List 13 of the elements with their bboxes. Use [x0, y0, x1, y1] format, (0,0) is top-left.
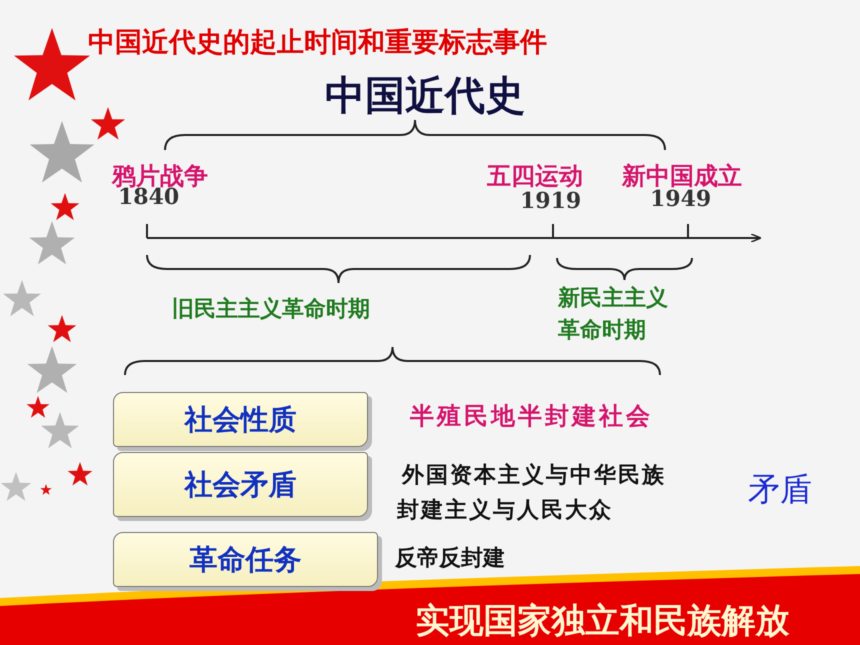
description-text: 封建主义与人民大众	[397, 496, 613, 525]
period-label: 旧民主主义革命时期	[172, 296, 370, 324]
description-text: 外国资本主义与中华民族	[402, 462, 666, 490]
node-label: 革命任务	[190, 542, 302, 578]
side-note: 矛盾	[748, 469, 812, 510]
heading: 中国近代史	[325, 72, 525, 121]
description-text: 半殖民地半封建社会	[410, 401, 653, 432]
period-label: 新民主主义革命时期	[558, 284, 669, 345]
node-label: 社会矛盾	[184, 466, 296, 502]
title: 中国近代史的起止时间和重要标志事件	[88, 26, 547, 60]
description-text: 反帝反封建	[395, 544, 505, 573]
node-label: 社会性质	[184, 402, 296, 438]
node-label: 实现国家独立和民族解放	[416, 600, 790, 642]
